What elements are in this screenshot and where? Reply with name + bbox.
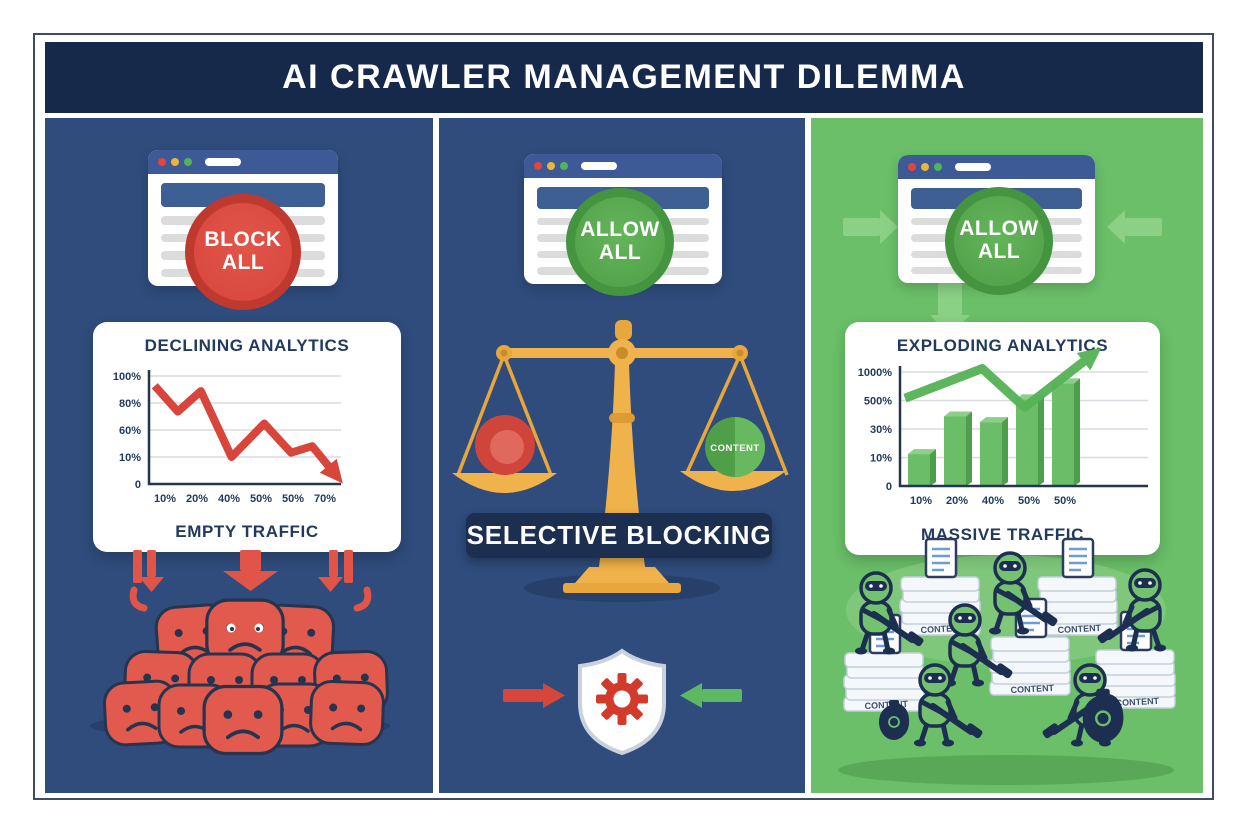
svg-text:10%: 10% xyxy=(119,452,141,464)
svg-text:50%: 50% xyxy=(282,493,304,505)
scale-top-knob xyxy=(615,320,632,340)
url-pill xyxy=(581,162,617,170)
browser-titlebar xyxy=(524,154,722,178)
selective-blocking-banner: SELECTIVE BLOCKING xyxy=(466,513,772,558)
incoming-green-arrow-icon xyxy=(680,683,742,708)
scale-pan-left xyxy=(452,473,557,493)
content-ball-label: CONTENT xyxy=(710,443,759,454)
card-caption: EMPTY TRAFFIC xyxy=(175,522,319,541)
card-title: EXPLODING ANALYTICS xyxy=(896,336,1109,355)
card-caption: MASSIVE TRAFFIC xyxy=(921,525,1084,544)
svg-text:0: 0 xyxy=(886,481,892,493)
exploding-analytics-card: EXPLODING ANALYTICS 1000% 500% 30% 10% 0 10% 2… xyxy=(845,322,1160,555)
falling-traffic-arrows xyxy=(129,550,372,612)
scale-strings xyxy=(456,354,789,476)
allow-all-badge: ALLOW ALL xyxy=(945,187,1053,295)
content-ball-icon: CONTENT xyxy=(705,417,765,477)
traffic-dot-red-icon xyxy=(908,163,916,171)
arrow-left-icon xyxy=(1107,210,1162,244)
header-banner: AI CRAWLER MANAGEMENT DILEMMA xyxy=(45,42,1203,113)
traffic-dot-red-icon xyxy=(534,162,542,170)
svg-text:500%: 500% xyxy=(864,396,892,408)
svg-text:60%: 60% xyxy=(119,425,141,437)
motion-mark xyxy=(353,586,372,612)
svg-text:40%: 40% xyxy=(218,493,240,505)
svg-text:100%: 100% xyxy=(113,371,141,383)
svg-text:50%: 50% xyxy=(250,493,272,505)
crawler-robot xyxy=(914,665,984,747)
traffic-dot-yellow-icon xyxy=(921,163,929,171)
ground-shadow xyxy=(838,755,1174,785)
scale-pan-right xyxy=(680,471,786,491)
svg-text:0: 0 xyxy=(135,479,141,491)
sad-face xyxy=(308,679,386,747)
svg-text:10%: 10% xyxy=(910,495,932,507)
outer-border xyxy=(33,33,1214,800)
crawler-robots-scene: CONTENT xyxy=(838,537,1177,785)
svg-text:10%: 10% xyxy=(154,493,176,505)
url-pill xyxy=(955,163,991,171)
svg-text:80%: 80% xyxy=(119,398,141,410)
blocked-ball-icon xyxy=(475,415,535,475)
svg-text:50%: 50% xyxy=(1054,495,1076,507)
svg-text:40%: 40% xyxy=(982,495,1004,507)
svg-text:30%: 30% xyxy=(870,424,892,436)
balance-scale: CONTENT xyxy=(452,320,789,602)
arrow-right-icon xyxy=(843,210,898,244)
allow-all-badge: ALLOW ALL xyxy=(566,188,674,296)
sad-face xyxy=(202,684,284,756)
traffic-dot-yellow-icon xyxy=(171,158,179,166)
sad-faces-pile xyxy=(90,598,390,756)
svg-text:10%: 10% xyxy=(870,453,892,465)
svg-text:50%: 50% xyxy=(1018,495,1040,507)
traffic-dot-green-icon xyxy=(184,158,192,166)
panel-selective-blocking: ALLOW ALL CONTENT xyxy=(439,118,805,793)
declining-analytics-chart: 100% 80% 60% 10% 0 10% 20% 40% 50% 50% 70% xyxy=(113,370,343,505)
scale-base xyxy=(575,567,669,583)
browser-titlebar xyxy=(148,150,338,174)
card-title: DECLINING ANALYTICS xyxy=(144,336,350,355)
svg-text:70%: 70% xyxy=(314,493,336,505)
traffic-dot-yellow-icon xyxy=(547,162,555,170)
traffic-dot-green-icon xyxy=(934,163,942,171)
url-pill xyxy=(205,158,241,166)
panel-allow-all: ALLOW ALL EXPLODING ANALYTICS 1000% 500% 3… xyxy=(811,118,1203,793)
main-title: AI CRAWLER MANAGEMENT DILEMMA xyxy=(282,58,966,96)
svg-text:20%: 20% xyxy=(186,493,208,505)
panel-block-all: BLOCK ALL DECLINING ANALYTICS 100% 80% 60%… xyxy=(45,118,433,793)
browser-titlebar xyxy=(898,155,1095,179)
svg-text:20%: 20% xyxy=(946,495,968,507)
block-all-badge: BLOCK ALL xyxy=(185,194,301,310)
traffic-dot-red-icon xyxy=(158,158,166,166)
firewall-shield-group xyxy=(503,648,742,756)
inbound-crawler-arrows xyxy=(843,210,1162,336)
traffic-dot-green-icon xyxy=(560,162,568,170)
svg-text:1000%: 1000% xyxy=(858,367,892,379)
declining-analytics-card: DECLINING ANALYTICS 100% 80% 60% 10% 0 10% 20%… xyxy=(93,322,401,552)
gear-icon xyxy=(596,673,648,725)
motion-mark xyxy=(129,586,148,612)
exploding-analytics-chart: 1000% 500% 30% 10% 0 10% 20% 40% 50% 50% xyxy=(858,347,1148,507)
incoming-red-arrow-icon xyxy=(503,683,565,708)
